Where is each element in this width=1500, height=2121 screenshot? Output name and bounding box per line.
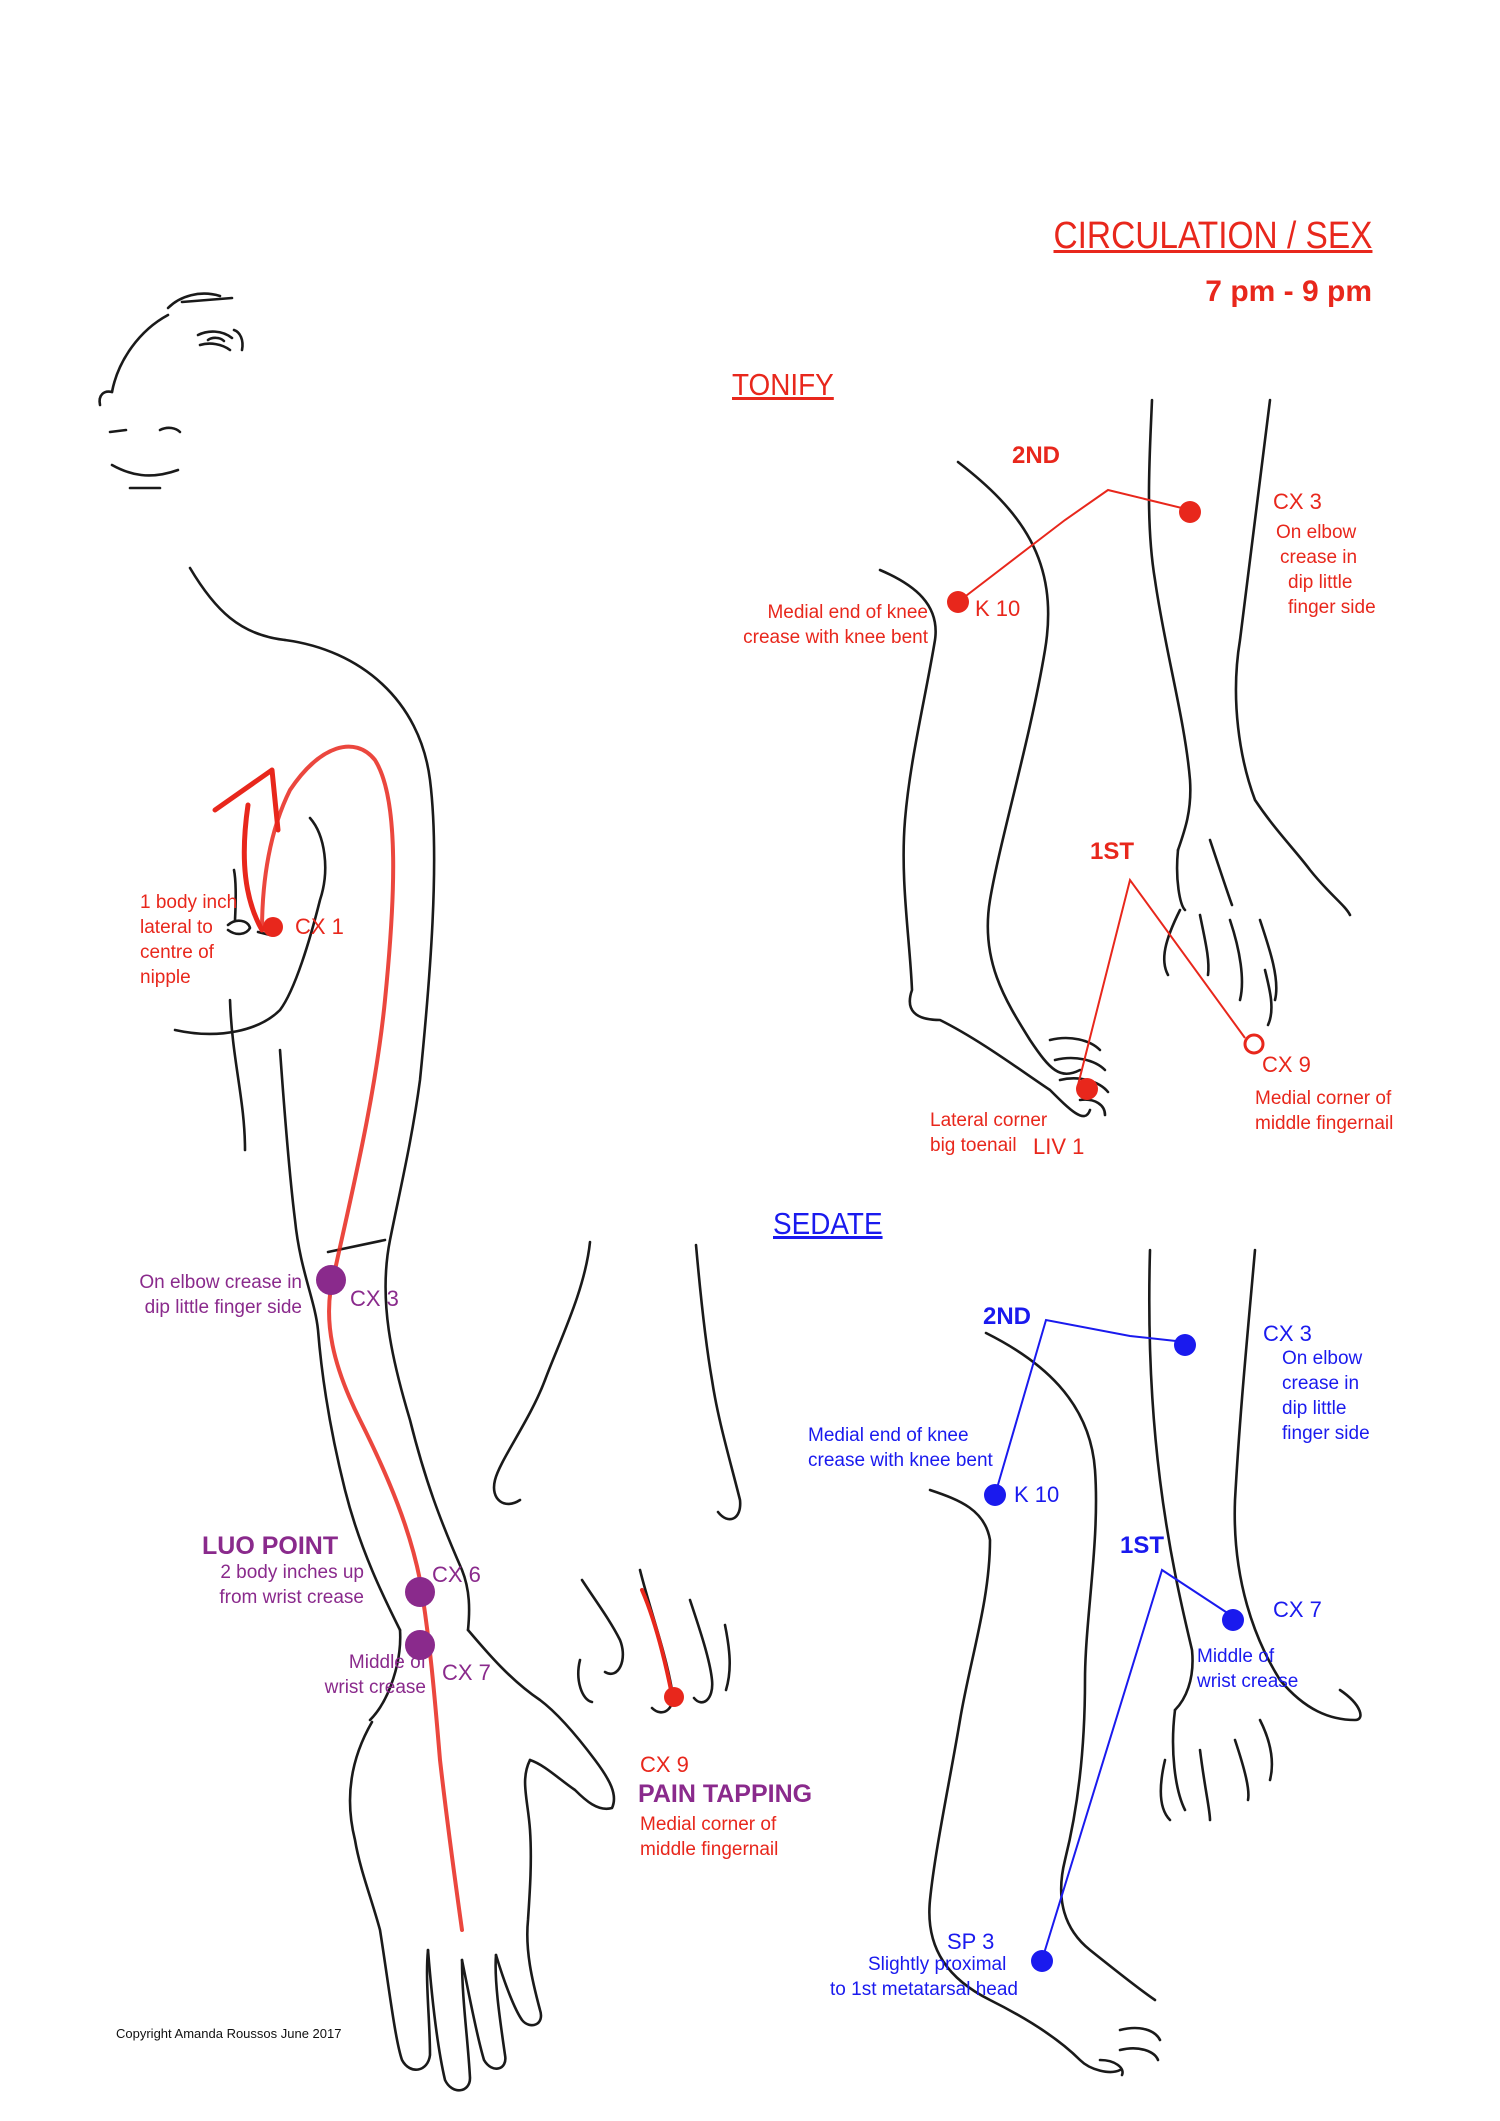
tonify-cx9-label: CX 9 (1262, 1052, 1311, 1077)
luo-point-heading: LUO POINT (202, 1532, 339, 1560)
copyright-notice: Copyright Amanda Roussos June 2017 (116, 2026, 342, 2041)
sedate-cx3-description: On elbow crease in dip little finger sid… (1282, 1348, 1370, 1444)
sedate-k10-description: Medial end of knee crease with knee bent (808, 1425, 993, 1471)
sedate-leader-lines (994, 1318, 1233, 1961)
tonify-second-step: 2ND (1012, 442, 1061, 469)
cx6-description: 2 body inches up from wrist crease (219, 1562, 364, 1608)
cx9-dot (664, 1687, 684, 1707)
tonify-cx3-description: On elbow crease in dip little finger sid… (1276, 522, 1376, 618)
cx3-label: CX 3 (350, 1286, 399, 1311)
page-title: CIRCULATION / SEX (1053, 215, 1372, 257)
tonify-k10-description: Medial end of knee crease with knee bent (743, 602, 928, 648)
cx3-dot (316, 1265, 346, 1295)
cx6-label: CX 6 (432, 1562, 481, 1587)
time-range: 7 pm - 9 pm (1205, 275, 1372, 308)
tonify-cx9-description: Medial corner of middle fingernail (1255, 1088, 1394, 1134)
left-body-outline (98, 292, 616, 2092)
tonify-liv1-dot (1076, 1078, 1098, 1100)
sedate-sp3-label: SP 3 (947, 1929, 995, 1954)
tonify-cx9-dot (1243, 1033, 1265, 1055)
sedate-first-step: 1ST (1120, 1532, 1165, 1559)
sedate-outline (928, 1248, 1362, 2077)
tonify-liv1-label: LIV 1 (1033, 1134, 1085, 1159)
tonify-liv1-description: Lateral corner big toenail (930, 1110, 1048, 1156)
cx1-description: 1 body inch lateral to centre of nipple (140, 892, 238, 988)
sedate-heading: SEDATE (773, 1206, 883, 1241)
pain-tapping-heading: PAIN TAPPING (638, 1780, 813, 1808)
sedate-cx7-dot (1222, 1609, 1244, 1631)
sedate-k10-label: K 10 (1014, 1482, 1060, 1507)
cx7-description: Middle of wrist crease (324, 1652, 426, 1698)
cx3-description: On elbow crease in dip little finger sid… (139, 1272, 302, 1318)
cx6-dot (405, 1577, 435, 1607)
sedate-sp3-dot (1031, 1950, 1053, 1972)
tonify-cx3-dot (1179, 501, 1201, 523)
sedate-second-step: 2ND (983, 1303, 1032, 1330)
left-meridian-line (212, 744, 464, 1932)
pointing-hand-outline (492, 1240, 742, 1714)
tonify-leader-lines (957, 488, 1246, 1086)
sedate-k10-dot (984, 1484, 1006, 1506)
cx7-label: CX 7 (442, 1660, 491, 1685)
tonify-points (947, 501, 1265, 1100)
sedate-cx3-label: CX 3 (1263, 1321, 1312, 1346)
sedate-points (984, 1334, 1244, 1972)
left-points (263, 917, 684, 1707)
cx9-description: Medial corner of middle fingernail (640, 1814, 779, 1860)
sedate-sp3-description: Slightly proximal to 1st metatarsal head (830, 1954, 1018, 2000)
cx9-label: CX 9 (640, 1752, 689, 1777)
cx1-dot (263, 917, 283, 937)
tonify-cx3-label: CX 3 (1273, 489, 1322, 514)
tonify-heading: TONIFY (732, 367, 834, 402)
sedate-cx3-dot (1174, 1334, 1196, 1356)
sedate-cx7-label: CX 7 (1273, 1597, 1322, 1622)
tonify-k10-dot (947, 591, 969, 613)
sedate-cx7-description: Middle of wrist crease (1197, 1646, 1299, 1692)
tonify-first-step: 1ST (1090, 838, 1135, 865)
tonify-k10-label: K 10 (975, 596, 1021, 621)
cx1-label: CX 1 (295, 914, 344, 939)
cx7-dot (405, 1630, 435, 1660)
